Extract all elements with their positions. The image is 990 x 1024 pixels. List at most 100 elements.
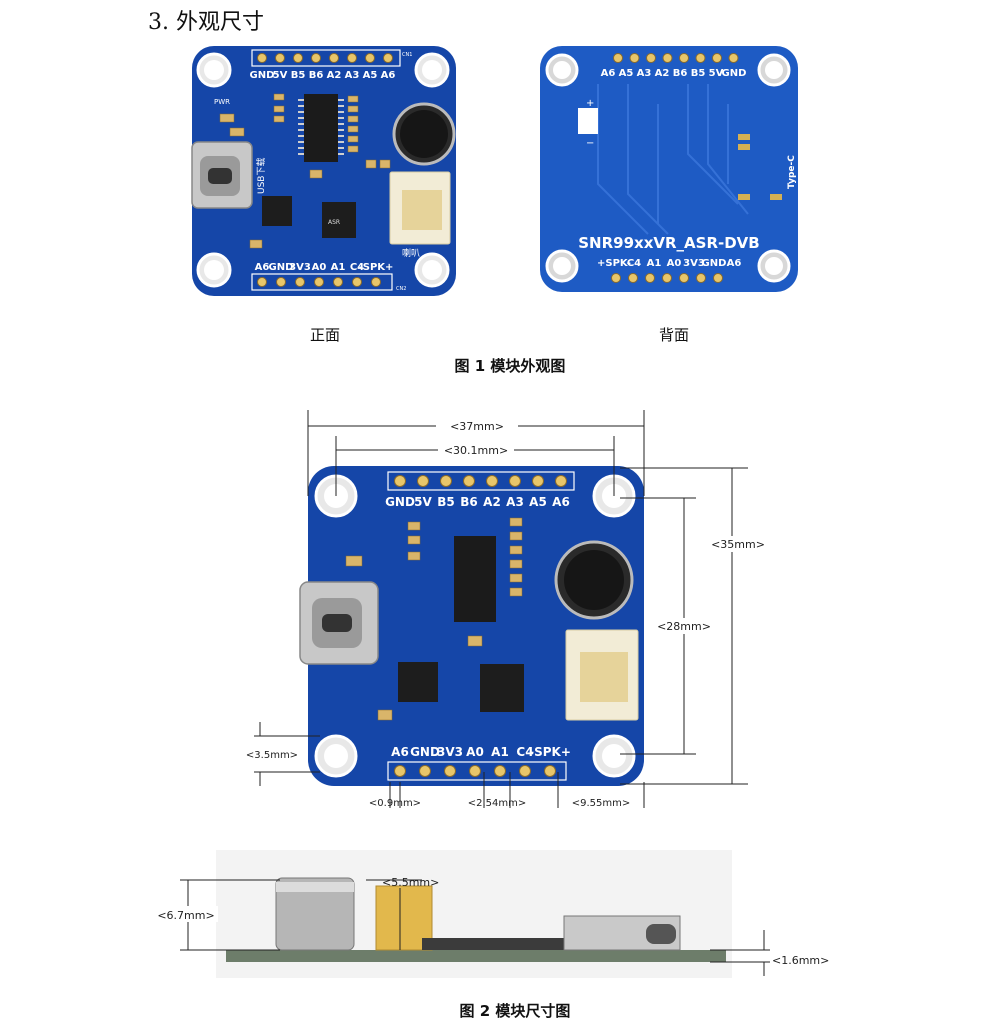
pin-label: GND — [722, 68, 747, 79]
pin-pad — [728, 53, 739, 63]
pin-pad — [257, 277, 267, 287]
pin-pad — [712, 53, 722, 63]
mounting-holes-front — [196, 52, 450, 288]
dim-hole-pitch-y: <28mm> — [657, 620, 711, 633]
pin-pad — [679, 273, 689, 283]
dim-height: <35mm> — [711, 538, 765, 551]
pin-label: A1 — [331, 262, 346, 273]
pin-label: C4 — [516, 745, 533, 759]
pin-label: B6 — [673, 68, 688, 79]
pin-label: B5 — [691, 68, 706, 79]
front-label: 正面 — [309, 326, 340, 344]
pin-pad — [365, 53, 375, 63]
side-connector — [375, 885, 433, 951]
pin-pad — [695, 53, 706, 63]
pin-pad — [469, 765, 481, 777]
pin-label: A5 — [529, 495, 547, 509]
pin-label: A2 — [655, 68, 670, 79]
pin-label: GND — [385, 495, 415, 509]
pin-label: A2 — [483, 495, 501, 509]
pin-pad — [696, 273, 706, 283]
pin-pad — [532, 475, 544, 487]
pin-pad — [257, 53, 267, 63]
pin-label: GND — [702, 258, 727, 269]
pin-label: A6 — [391, 745, 409, 759]
pin-pad — [329, 53, 339, 63]
pin-label: -SPK+ — [359, 262, 394, 273]
pin-label: A5 — [619, 68, 634, 79]
pin-label: B6 — [460, 495, 478, 509]
pin-pad — [486, 475, 498, 487]
pin-pad — [276, 277, 286, 287]
pin-label: A3 — [506, 495, 524, 509]
pin-pad — [394, 475, 406, 487]
pin-pad — [613, 53, 623, 63]
pin-label: B6 — [309, 70, 324, 81]
dimension-lines — [254, 410, 748, 808]
dim-mic-width: <5.5mm> — [382, 876, 439, 889]
pwr-label: PWR — [214, 98, 230, 106]
pin-pad — [293, 53, 303, 63]
pin-pad — [444, 765, 456, 777]
pin-label: C4 — [627, 258, 641, 269]
cn1-label: CN1 — [402, 52, 412, 58]
pin-label: A5 — [363, 70, 378, 81]
dim-hole-pitch-x: <30.1mm> — [444, 444, 508, 457]
dim-edge: <3.5mm> — [246, 750, 298, 761]
pin-pad — [509, 475, 521, 487]
pin-pad — [645, 273, 655, 283]
pin-label: A3 — [345, 70, 360, 81]
pin-pad — [417, 475, 429, 487]
pin-label: +SPK- — [597, 258, 631, 269]
speaker-label: 喇叭 — [402, 247, 420, 259]
back-bottom-pads — [611, 273, 723, 283]
pin-label: A2 — [327, 70, 342, 81]
pin-pad — [713, 273, 723, 283]
pin-label: GND — [410, 745, 440, 759]
pin-pad — [494, 765, 506, 777]
back-pads — [738, 134, 782, 200]
pin-label: A1 — [491, 745, 509, 759]
back-label: 背面 — [658, 326, 689, 344]
pin-pad — [611, 273, 621, 283]
chip-u1 — [322, 202, 356, 238]
pin-label: A3 — [637, 68, 652, 79]
dim-width: <37mm> — [450, 420, 504, 433]
ic-marking: ASR — [328, 219, 340, 226]
pin-pad — [679, 53, 689, 63]
pin-pad — [555, 475, 567, 487]
pin-pad — [629, 53, 640, 63]
pin-pad — [394, 765, 406, 777]
plus-mark: + — [586, 98, 594, 109]
pin-pad — [628, 273, 638, 283]
pin-label: -SPK+ — [529, 745, 571, 759]
pin-pad — [519, 765, 531, 777]
pin-label: 3V3 — [683, 258, 705, 269]
pin-pad — [662, 53, 673, 63]
pin-label: B5 — [437, 495, 455, 509]
pin-pad — [383, 53, 393, 63]
pin-pad — [440, 475, 452, 487]
pin-label: 5V — [273, 70, 288, 81]
pin-label: A0 — [667, 258, 682, 269]
minus-mark: − — [586, 138, 594, 149]
pin-pad — [275, 53, 285, 63]
pin-label: GND — [269, 262, 294, 273]
pin-pad — [544, 765, 556, 777]
pin-label: GND — [250, 70, 275, 81]
front-bottom-pads — [257, 277, 381, 287]
front-top-pads — [257, 53, 393, 63]
figure1-caption: 图 1 模块外观图 — [454, 357, 566, 375]
pin-label: C4 — [350, 262, 364, 273]
dim-pin-pitch: <2.54mm> — [468, 798, 527, 809]
chip-u2 — [262, 196, 292, 226]
pin-label: A0 — [466, 745, 484, 759]
pin-label: A6 — [727, 258, 742, 269]
pin-label: A6 — [552, 495, 570, 509]
